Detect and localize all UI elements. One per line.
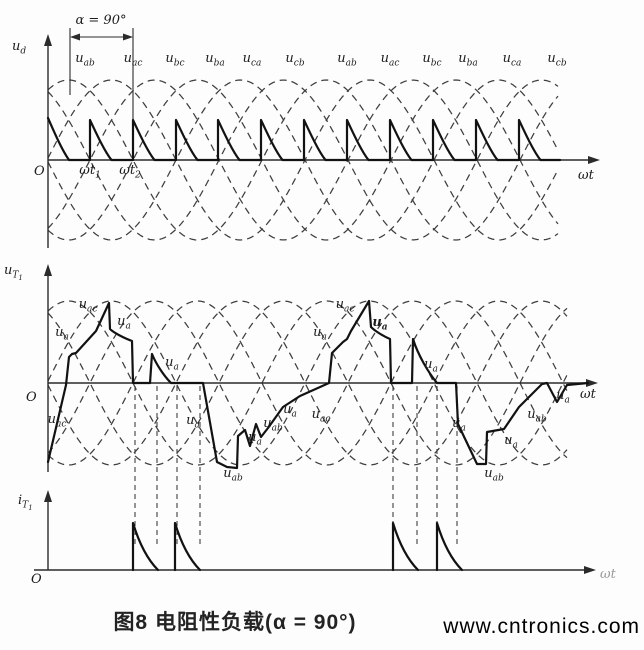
ut1-sinusoid-family: [47, 300, 568, 466]
ut1-waveform: [46, 299, 590, 470]
it1-origin-label: O: [31, 572, 42, 587]
curve-label-u-ab: uab: [223, 466, 243, 484]
current-pulse: [131, 521, 160, 572]
it1-x-axis-label: ωt: [600, 567, 617, 582]
sinusoid-curve: [47, 300, 568, 466]
curve-label-u-ca: uca: [503, 51, 522, 69]
curve-label-u-a: ua: [55, 325, 69, 343]
curve-label-u-a: ua: [452, 416, 466, 434]
ut1-x-axis-label: ωt: [580, 387, 597, 402]
curve-label-u-ba: uba: [458, 51, 478, 69]
curve-label-u-a: ua: [313, 325, 327, 343]
curve-label-u-a: ua: [556, 388, 570, 406]
alpha-label: α = 90°: [76, 13, 127, 28]
curve-label-u-cb: ucb: [285, 51, 304, 69]
curve-label-u-bc: ubc: [422, 51, 441, 69]
curve-label-u-a: ua: [504, 433, 518, 451]
sinusoid-curve: [47, 79, 559, 241]
timing-dashed-verticals: [134, 386, 458, 548]
curve-label-u-a: ua: [186, 413, 200, 431]
sinusoid-curve: [47, 300, 568, 466]
ud-origin-label: O: [34, 164, 45, 179]
curve-label-u-ac: uac: [124, 51, 143, 69]
curve-label-u-ab: uab: [337, 51, 357, 69]
sinusoid-curve: [47, 79, 559, 241]
current-pulse: [391, 521, 420, 572]
ud-axis-label: ud: [12, 39, 26, 57]
current-pulse: [173, 521, 202, 572]
alpha-annotation: α = 90°: [69, 13, 134, 120]
watermark: www.cntronics.com: [443, 615, 640, 638]
curve-label-ωt-1: ωt1: [79, 163, 101, 181]
curve-label-u-ab: uab: [527, 407, 547, 425]
curve-label-ωt-2: ωt2: [119, 163, 141, 181]
curve-label-u-bc: ubc: [165, 51, 184, 69]
curve-label-u-ca: uca: [243, 51, 262, 69]
curve-label-u-ac: uac: [336, 297, 355, 315]
ut1-axis-label: uT1: [4, 263, 23, 282]
curve-label-u-ac: uac: [48, 412, 67, 430]
curve-label-u-ac: uac: [381, 51, 400, 69]
sinusoid-curve: [47, 79, 559, 241]
curve-label-u-ac: uac: [312, 407, 331, 425]
ut1-origin-label: O: [26, 390, 37, 405]
sinusoid-curve: [47, 79, 559, 241]
it1-axes: [34, 490, 596, 574]
curve-label-u-a: ua: [424, 357, 438, 375]
ud-waveform: [46, 116, 562, 162]
it1-current-pulses: [131, 521, 464, 572]
curve-label-u-ab: uab: [75, 51, 95, 69]
ud-phase-ticks: ωt1 ωt2: [79, 163, 141, 181]
curve-label-u-a: ua: [372, 315, 387, 333]
curve-label-u-a: ua: [117, 314, 131, 332]
curve-label-u-a: ua: [165, 355, 179, 373]
curve-label-u-ac: uac: [79, 297, 98, 315]
sinusoid-curve: [47, 300, 568, 466]
curve-label-u-a: ua: [283, 402, 297, 420]
it1-axis-label: iT1: [18, 493, 33, 512]
curve-label-u-ab: uab: [263, 416, 283, 434]
figure-canvas: α = 90° ud O ωt uT1 O ωt iT1 O ωt uab uac…: [4, 13, 617, 587]
sinusoid-curve: [47, 79, 559, 241]
curve-label-u-cb: ucb: [547, 51, 566, 69]
ud-x-axis-label: ωt: [578, 168, 595, 183]
sinusoid-curve: [47, 300, 568, 466]
current-pulse: [435, 521, 464, 572]
figure-caption: 图8 电阻性负载(α = 90°): [113, 611, 357, 634]
curve-label-u-a: ua: [248, 430, 262, 448]
curve-label-u-ba: uba: [205, 51, 225, 69]
curve-label-u-ab: uab: [484, 466, 504, 484]
